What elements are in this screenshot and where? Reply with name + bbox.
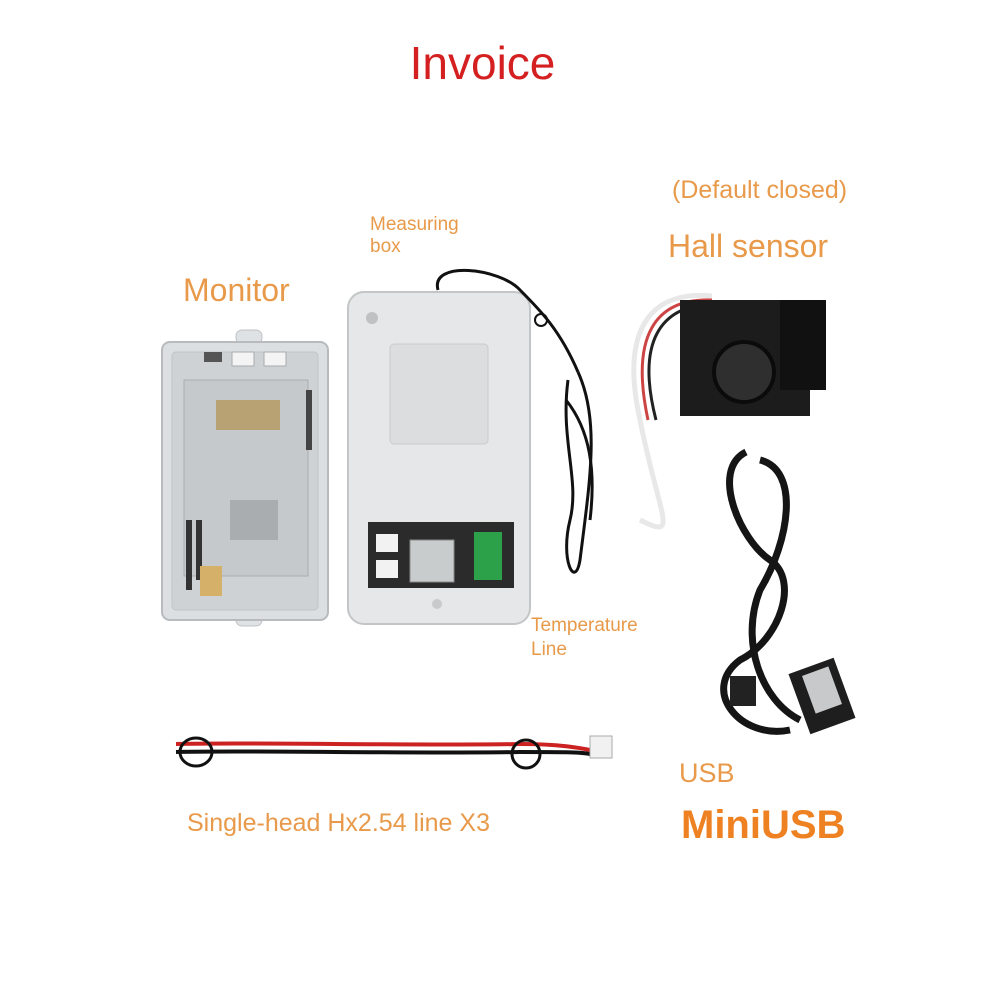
measuring-box-label-line2: box	[370, 236, 401, 257]
usb-label: USB	[679, 758, 735, 788]
temperature-line-label-line1: Temperature	[531, 615, 638, 636]
single-head-cable	[175, 735, 613, 770]
miniusb-label: MiniUSB	[681, 803, 846, 847]
usb-cable	[720, 448, 856, 735]
default-closed-label: (Default closed)	[672, 176, 848, 204]
page-title: Invoice	[409, 37, 556, 89]
measuring-box	[347, 291, 531, 625]
hall-sensor	[631, 292, 826, 530]
temperature-line-label-line2: Line	[531, 639, 567, 660]
measuring-box-label: Measuring box	[370, 214, 459, 258]
monitor-device	[161, 329, 329, 627]
temperature-line	[436, 269, 594, 574]
temperature-line-label: Temperature Line	[531, 614, 638, 662]
hall-sensor-label: Hall sensor	[668, 228, 829, 264]
measuring-box-label-line1: Measuring	[370, 214, 459, 235]
single-head-cable-label: Single-head Hx2.54 line X3	[187, 809, 490, 837]
monitor-label: Monitor	[183, 272, 290, 308]
